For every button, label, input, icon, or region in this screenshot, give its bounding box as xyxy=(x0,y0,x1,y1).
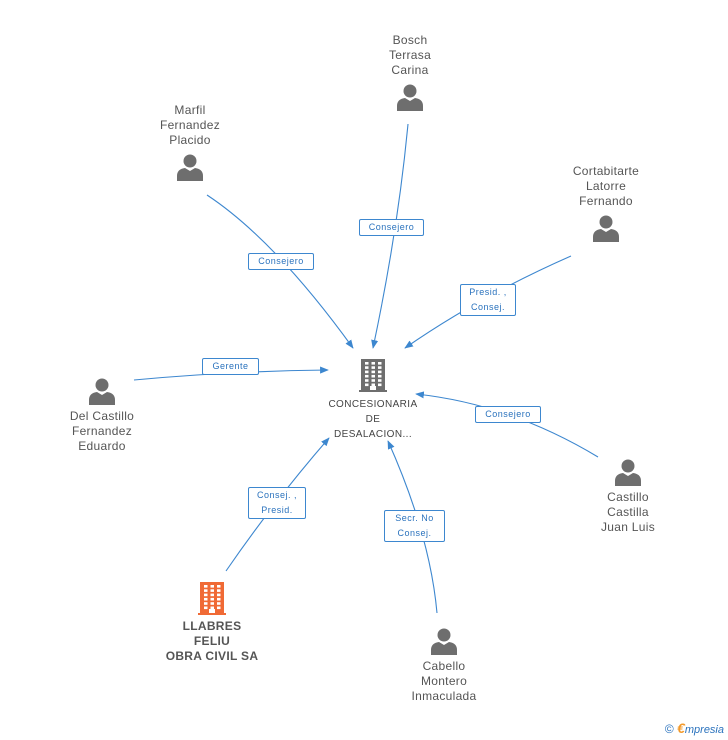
edge-label-cabello[interactable]: Secr. No Consej. xyxy=(384,510,445,542)
person-label: Del Castillo Fernandez Eduardo xyxy=(69,409,135,453)
person-icon xyxy=(397,84,423,111)
edge-label-bosch[interactable]: Consejero xyxy=(359,219,424,236)
edge-label-delcastillo[interactable]: Gerente xyxy=(202,358,259,375)
edge-label-llabres[interactable]: Consej. , Presid. xyxy=(248,487,306,519)
person-node-castillo[interactable]: Castillo Castilla Juan Luis xyxy=(580,457,676,535)
building-icon xyxy=(198,582,226,615)
person-label: Marfil Fernandez Placido xyxy=(159,103,221,147)
brand-name: mpresia xyxy=(684,724,724,736)
center-company-node[interactable]: CONCESIONARIA DE DESALACION... xyxy=(315,357,431,442)
copyright-symbol: © xyxy=(664,722,674,736)
copyright-notice[interactable]: © €mpresia xyxy=(665,720,724,736)
person-icon xyxy=(593,215,619,242)
person-node-marfil[interactable]: Marfil Fernandez Placido xyxy=(144,103,236,182)
person-icon xyxy=(431,628,457,655)
center-company-label: CONCESIONARIA DE DESALACION... xyxy=(328,399,418,440)
person-node-del-castillo[interactable]: Del Castillo Fernandez Eduardo xyxy=(54,376,150,454)
person-node-cortabitarte[interactable]: Cortabitarte Latorre Fernando xyxy=(556,164,656,243)
company-label: LLABRES FELIU OBRA CIVIL SA xyxy=(165,619,259,663)
person-icon xyxy=(89,378,115,405)
edge-label-marfil[interactable]: Consejero xyxy=(248,253,314,270)
person-node-cabello[interactable]: Cabello Montero Inmaculada xyxy=(396,626,492,704)
edge-bosch xyxy=(371,123,409,349)
edge-marfil xyxy=(206,194,354,349)
edge-castillo xyxy=(415,391,599,458)
person-icon xyxy=(615,459,641,486)
edge-label-castillo[interactable]: Consejero xyxy=(475,406,541,423)
person-icon xyxy=(177,154,203,181)
company-node-llabres[interactable]: LLABRES FELIU OBRA CIVIL SA xyxy=(158,580,266,664)
person-node-bosch[interactable]: Bosch Terrasa Carina xyxy=(364,33,456,112)
person-label: Cabello Montero Inmaculada xyxy=(411,659,477,703)
person-label: Cortabitarte Latorre Fernando xyxy=(572,164,640,208)
empresia-logo-icon: € xyxy=(677,720,685,736)
edge-label-cortabitarte[interactable]: Presid. , Consej. xyxy=(460,284,516,316)
building-icon xyxy=(359,359,387,392)
person-label: Castillo Castilla Juan Luis xyxy=(600,490,656,534)
person-label: Bosch Terrasa Carina xyxy=(388,33,432,77)
